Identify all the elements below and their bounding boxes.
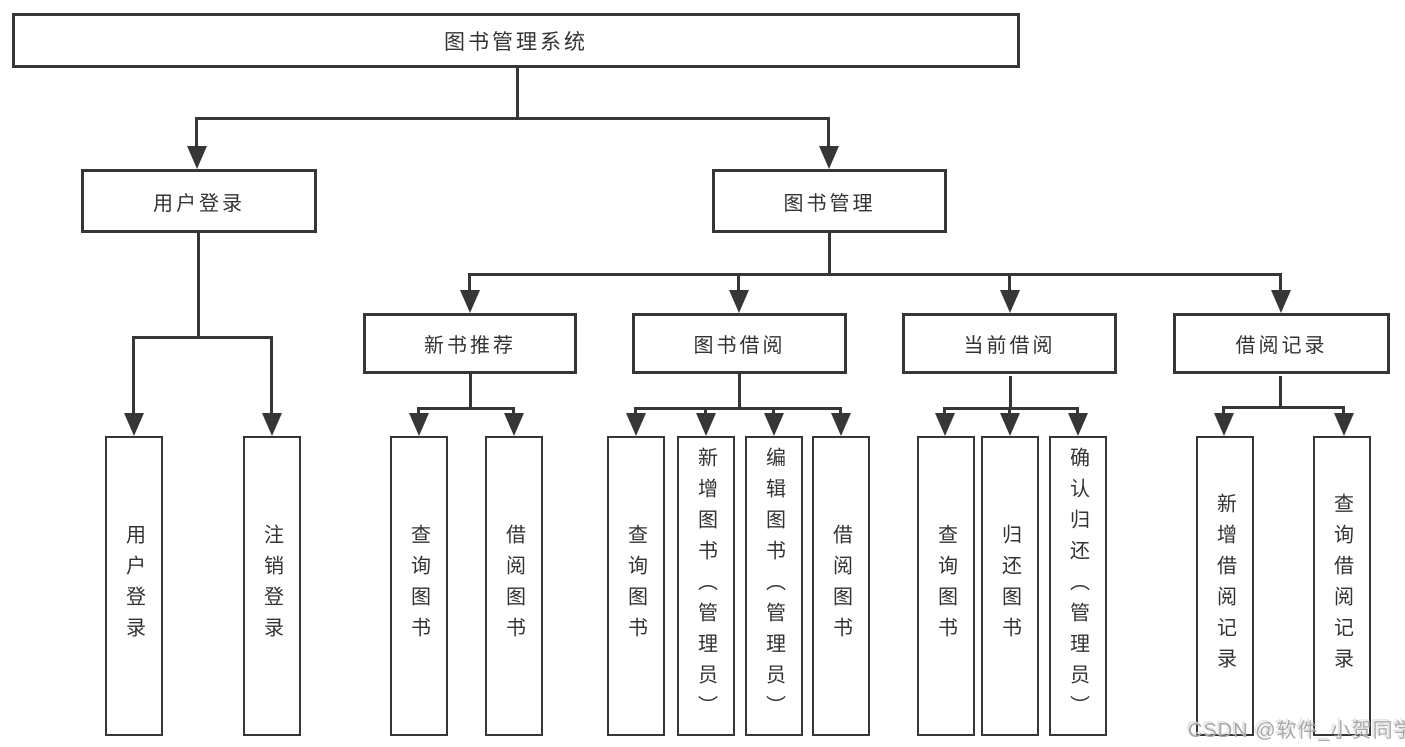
node-user-login: 用户登录: [81, 169, 317, 233]
arrow-to-current-borrow: [1000, 273, 1020, 313]
connector-user-login-hbar: [134, 336, 273, 339]
arrow-to-user-login: [187, 117, 207, 169]
node-leaf-bb-add-book-admin: 新增图书（管理员）: [677, 436, 735, 736]
arrow-cb-query-book: [935, 407, 955, 436]
arrow-bb-borrow-book: [831, 407, 851, 436]
connector-current-borrow-hbar: [945, 407, 1079, 410]
connector-book-borrow-hbar: [636, 407, 842, 410]
node-leaf-nb-query-book: 查询图书: [390, 436, 448, 736]
leaf-label: 注销登录: [260, 524, 283, 648]
connector-book-mgmt-hbar: [470, 273, 1281, 276]
arrow-nb-query-book: [409, 407, 429, 436]
node-book-management: 图书管理: [712, 169, 947, 233]
arrow-br-query-record: [1334, 406, 1354, 436]
arrow-bb-query-book: [626, 407, 646, 436]
connector-root-hbar: [197, 117, 830, 120]
arrow-cb-confirm-return: [1068, 407, 1088, 436]
connector-borrow-record-hbar: [1224, 406, 1345, 409]
leaf-label: 查询图书: [624, 524, 647, 648]
node-borrow-record: 借阅记录: [1173, 313, 1390, 374]
node-leaf-nb-borrow-book: 借阅图书: [485, 436, 543, 736]
node-leaf-bb-edit-book-admin: 编辑图书（管理员）: [745, 436, 803, 736]
arrow-to-book-borrow: [729, 273, 749, 313]
connector-root-stem: [516, 68, 519, 118]
arrow-br-add-record: [1214, 406, 1234, 436]
node-leaf-user-login: 用户登录: [105, 436, 163, 736]
arrow-to-new-book-recommend: [460, 273, 480, 313]
node-root-library-system: 图书管理系统: [12, 13, 1020, 68]
connector-book-mgmt-stem: [828, 233, 831, 275]
leaf-label: 查询借阅记录: [1330, 493, 1353, 679]
leaf-label: 编辑图书（管理员）: [762, 446, 785, 726]
leaf-label: 查询图书: [934, 524, 957, 648]
connector-book-borrow-stem: [738, 374, 741, 409]
node-leaf-cb-confirm-return-admin: 确认归还（管理员）: [1049, 436, 1107, 736]
node-leaf-cb-query-book: 查询图书: [917, 436, 975, 736]
arrow-to-book-management: [819, 117, 839, 169]
connector-current-borrow-stem: [1009, 376, 1012, 409]
leaf-label: 新增借阅记录: [1213, 493, 1236, 679]
leaf-label: 借阅图书: [829, 524, 852, 648]
leaf-label: 新增图书（管理员）: [694, 446, 717, 726]
connector-borrow-record-stem: [1279, 376, 1282, 408]
node-leaf-cb-return-book: 归还图书: [981, 436, 1039, 736]
node-leaf-logout: 注销登录: [243, 436, 301, 736]
leaf-label: 查询图书: [407, 524, 430, 648]
node-leaf-bb-query-book: 查询图书: [607, 436, 665, 736]
arrow-cb-return-book: [1000, 407, 1020, 436]
arrow-to-logout: [262, 336, 282, 436]
connector-new-book-hbar: [419, 407, 515, 410]
arrow-bb-add-book: [696, 407, 716, 436]
connector-user-login-stem: [197, 233, 200, 337]
arrow-to-borrow-record: [1271, 273, 1291, 313]
leaf-label: 归还图书: [998, 524, 1021, 648]
node-new-book-recommend: 新书推荐: [363, 313, 577, 374]
leaf-label: 借阅图书: [502, 524, 525, 648]
leaf-label: 确认归还（管理员）: [1066, 446, 1089, 726]
node-leaf-br-add-record: 新增借阅记录: [1196, 436, 1254, 736]
node-leaf-bb-borrow-book: 借阅图书: [812, 436, 870, 736]
connector-new-book-stem: [469, 374, 472, 409]
arrow-bb-edit-book: [764, 407, 784, 436]
node-current-borrow: 当前借阅: [902, 313, 1117, 374]
csdn-watermark: CSDN @软件_小贺同学: [1188, 720, 1405, 742]
node-leaf-br-query-record: 查询借阅记录: [1313, 436, 1371, 736]
node-book-borrow: 图书借阅: [632, 313, 847, 374]
arrow-to-login: [124, 336, 144, 436]
leaf-label: 用户登录: [122, 524, 145, 648]
arrow-nb-borrow-book: [504, 407, 524, 436]
